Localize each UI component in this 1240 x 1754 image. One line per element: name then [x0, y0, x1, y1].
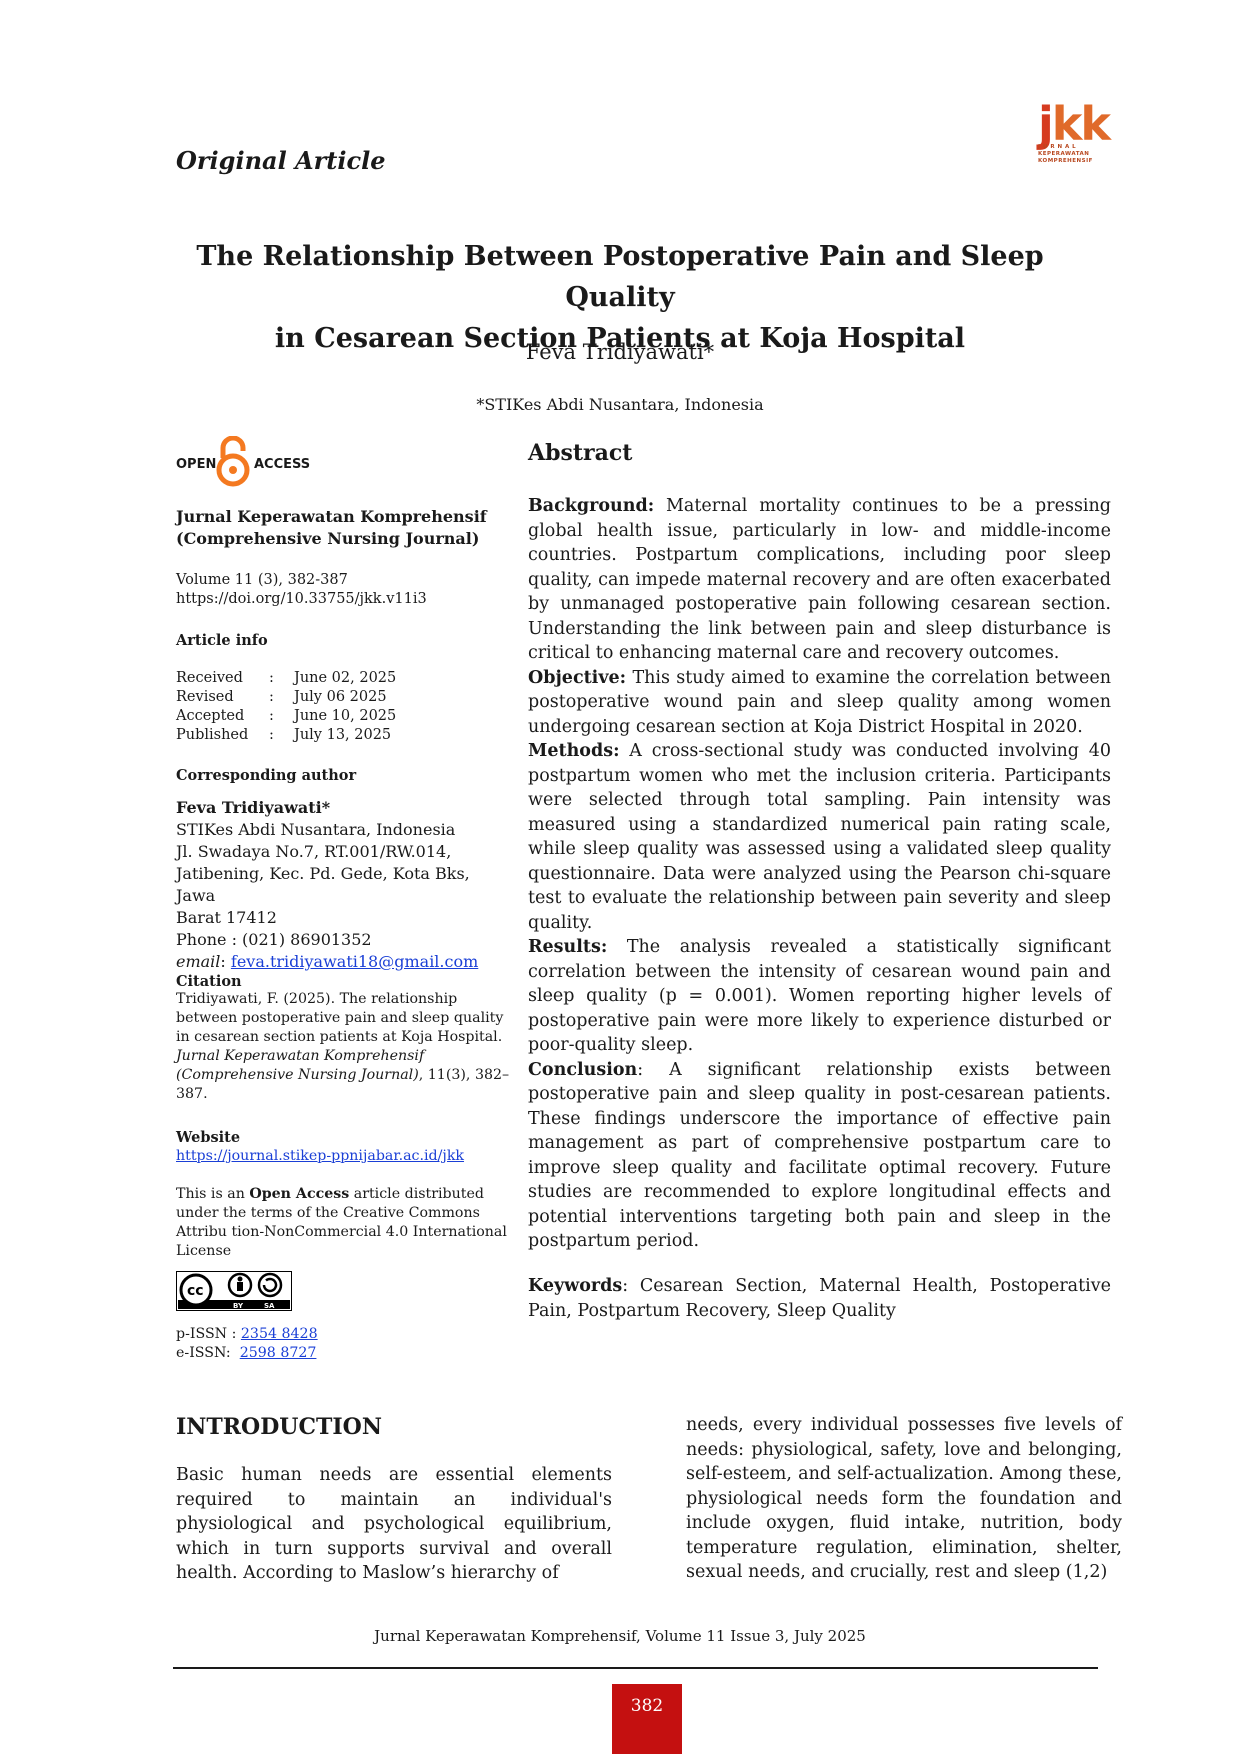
abstract-objective: Objective: This study aimed to examine t…	[528, 667, 1111, 737]
volume: Volume 11 (3), 382-387	[176, 572, 348, 588]
website-link[interactable]: https://journal.stikep-ppnijabar.ac.id/j…	[176, 1148, 465, 1164]
license-text: This is an Open Access article distribut…	[176, 1185, 511, 1261]
introduction-heading: INTRODUCTION	[176, 1414, 382, 1440]
article-title: The Relationship Between Postoperative P…	[150, 236, 1090, 359]
abstract-conclusion: Conclusion: A significant relationship e…	[528, 1059, 1111, 1252]
citation-heading: Citation	[176, 973, 242, 990]
corr-address-3: Barat 17412	[176, 908, 277, 927]
abstract-results: Results: The analysis revealed a statist…	[528, 937, 1111, 1055]
open-lock-icon	[216, 436, 250, 487]
cc-by-sa-badge: cc BY SA	[176, 1271, 292, 1311]
citation: Tridiyawati, F. (2025). The relationship…	[176, 990, 511, 1104]
volume-info: Volume 11 (3), 382-387 https://doi.org/1…	[176, 571, 511, 609]
abstract-methods: Methods: A cross-sectional study was con…	[528, 741, 1111, 933]
corr-address-2: Jatibening, Kec. Pd. Gede, Kota Bks, Jaw…	[176, 864, 470, 905]
footer-divider	[173, 1667, 1098, 1669]
corresponding-author-heading: Corresponding author	[176, 767, 357, 784]
abstract-heading: Abstract	[528, 440, 633, 466]
journal-logo: jkk J U R N A L KEPERAWATAN KOMPREHENSIF	[1038, 101, 1124, 176]
body-column-left: Basic human needs are essential elements…	[176, 1465, 612, 1583]
e-issn: e-ISSN: 2598 8727	[176, 1345, 317, 1361]
article-type-label: Original Article	[176, 146, 386, 175]
citation-line: Tridiyawati, F. (2025). The relationship	[176, 991, 458, 1007]
author-name: Feva Tridiyawati*	[525, 340, 715, 364]
cc-by-label: BY	[233, 1302, 244, 1310]
open-access-logo: OPEN ACCESS	[176, 436, 316, 492]
date-row-received: Received:June 02, 2025	[176, 670, 397, 686]
logo-mark-kk: kk	[1051, 97, 1111, 151]
body-column-right: needs, every individual possesses five l…	[686, 1415, 1122, 1582]
corresponding-author: Feva Tridiyawati* STIKes Abdi Nusantara,…	[176, 797, 511, 973]
cc-icon	[179, 1273, 213, 1307]
e-issn-link[interactable]: 2598 8727	[239, 1345, 317, 1361]
citation-line: 387.	[176, 1086, 208, 1102]
corr-name: Feva Tridiyawati*	[176, 798, 331, 817]
article-dates: Received:June 02, 2025 Revised:July 06 2…	[176, 669, 396, 745]
author-affiliation: *STIKes Abdi Nusantara, Indonesia	[476, 395, 764, 414]
email-label: email	[176, 952, 221, 971]
page-number: 382	[612, 1684, 682, 1754]
website-heading: Website	[176, 1129, 241, 1146]
logo-line-2: KEPERAWATAN	[1038, 151, 1090, 157]
abstract-body: Background: Maternal mortality continues…	[528, 494, 1111, 1254]
title-line-2: in Cesarean Section Patients at Koja Hos…	[274, 323, 966, 354]
p-issn: p-ISSN : 2354 8428	[176, 1326, 318, 1342]
journal-name-line-2: (Comprehensive Nursing Journal)	[176, 529, 480, 548]
abstract-background: Background: Maternal mortality continues…	[528, 496, 1111, 663]
corr-phone: Phone : (021) 86901352	[176, 930, 372, 949]
license-line: under the terms of the Creative Commons	[176, 1205, 480, 1221]
open-access-left: OPEN	[176, 457, 217, 472]
date-row-published: Published:July 13, 2025	[176, 727, 392, 743]
doi: https://doi.org/10.33755/jkk.v11i3	[176, 591, 427, 607]
citation-line: Jurnal Keperawatan Komprehensif	[176, 1048, 425, 1064]
logo-line-1: J U R N A L	[1038, 144, 1077, 150]
license-line: Attribu tion-NonCommercial 4.0 Internati…	[176, 1224, 507, 1240]
issn-info: p-ISSN : 2354 8428 e-ISSN: 2598 8727	[176, 1325, 511, 1363]
logo-line-3: KOMPREHENSIF	[1038, 158, 1093, 164]
footer-journal-issue: Jurnal Keperawatan Komprehensif, Volume …	[374, 1627, 866, 1645]
license-line: This is an Open Access article distribut…	[176, 1186, 484, 1202]
cc-sa-label: SA	[264, 1302, 275, 1310]
date-row-revised: Revised:July 06 2025	[176, 689, 387, 705]
logo-mark-j: j	[1038, 97, 1054, 151]
license-line: License	[176, 1243, 232, 1259]
email-link[interactable]: feva.tridiyawati18@gmail.com	[230, 952, 479, 971]
article-info-heading: Article info	[176, 632, 268, 649]
keywords: Keywords: Cesarean Section, Maternal Hea…	[528, 1276, 1111, 1321]
citation-line: in cesarean section patients at Koja Hos…	[176, 1029, 503, 1045]
open-access-right: ACCESS	[254, 457, 311, 472]
title-line-1: The Relationship Between Postoperative P…	[196, 241, 1044, 313]
website: https://journal.stikep-ppnijabar.ac.id/j…	[176, 1147, 511, 1166]
journal-name-line-1: Jurnal Keperawatan Komprehensif	[176, 507, 487, 526]
citation-line: (Comprehensive Nursing Journal), 11(3), …	[176, 1067, 510, 1083]
corr-email-line: email: feva.tridiyawati18@gmail.com	[176, 952, 479, 971]
citation-line: between postoperative pain and sleep qua…	[176, 1010, 504, 1026]
corr-affiliation: STIKes Abdi Nusantara, Indonesia	[176, 820, 456, 839]
share-alike-icon	[257, 1272, 283, 1298]
corr-address-1: Jl. Swadaya No.7, RT.001/RW.014,	[176, 842, 452, 861]
p-issn-link[interactable]: 2354 8428	[240, 1326, 318, 1342]
journal-name: Jurnal Keperawatan Komprehensif (Compreh…	[176, 506, 511, 550]
date-row-accepted: Accepted:June 10, 2025	[176, 708, 397, 724]
svg-text:cc: cc	[187, 1283, 204, 1299]
